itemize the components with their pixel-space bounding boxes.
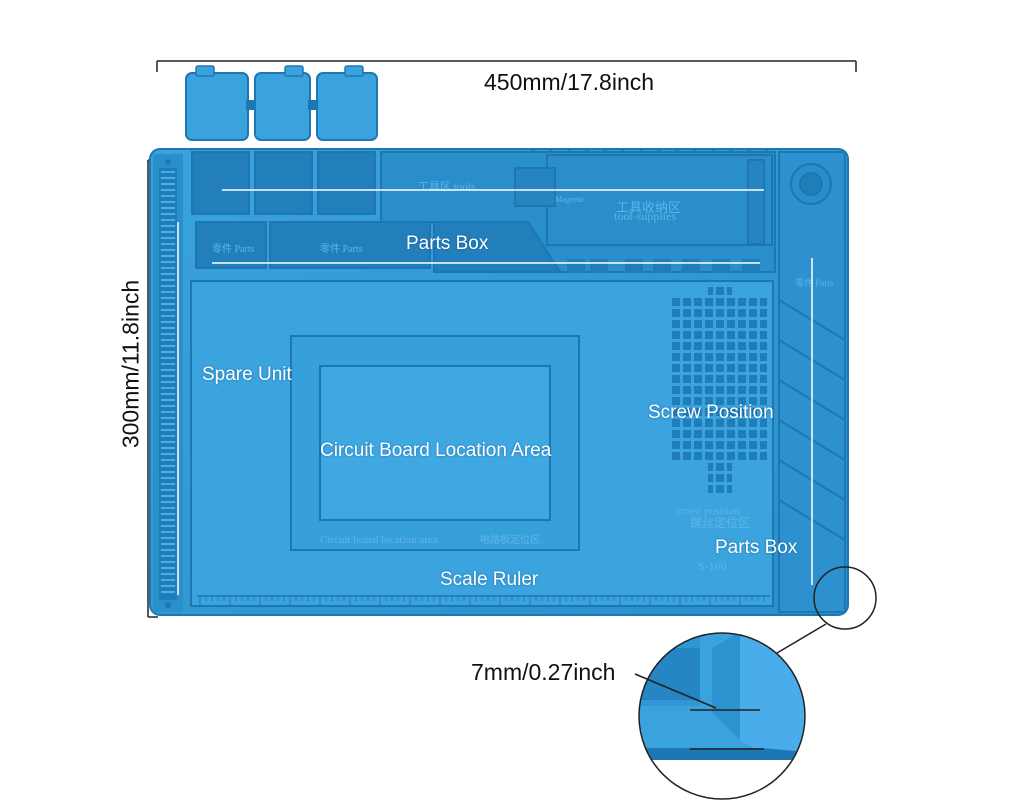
parts-box-right-label: Parts Box: [715, 537, 798, 558]
embossed-tools: 工具区 tools: [418, 180, 475, 193]
embossed-circuit-board-cn: 电路板定位区: [480, 533, 540, 546]
top-compartments: [191, 151, 776, 273]
embossed-texts: 工具区 tools 工具收纳区 tool-supplies Magnetic 零…: [212, 180, 834, 573]
embossed-parts-1: 零件 Parts: [212, 243, 255, 255]
screw-position-label: Screw Position: [648, 402, 774, 423]
top-pin-holes: [531, 149, 769, 153]
circuit-board-area-label: Circuit Board Location Area: [320, 440, 552, 461]
guide-lines: [177, 189, 813, 595]
screw-position-grid: [672, 287, 767, 495]
embossed-tool-supplies: tool-supplies: [614, 209, 676, 223]
detachable-part-trays: [185, 65, 378, 141]
embossed-tool-supplies-cn: 工具收纳区: [616, 200, 681, 215]
silicone-mat: 工具区 tools 工具收纳区 tool-supplies Magnetic 零…: [149, 148, 849, 616]
circuit-board-location-area: [290, 335, 580, 551]
part-tray: [316, 65, 378, 141]
thickness-label: 7mm/0.27inch: [471, 659, 616, 685]
spare-unit-label: Spare Unit: [202, 364, 292, 385]
embossed-magnetic: Magnetic: [555, 195, 586, 204]
embossed-parts-2: 零件 Parts: [320, 243, 363, 255]
scale-ruler-label: Scale Ruler: [440, 569, 539, 590]
part-tray: [254, 65, 316, 141]
part-tray: [185, 65, 254, 141]
thickness-markers: [634, 673, 764, 750]
bottom-scale-ruler: [197, 595, 770, 606]
width-dimension-line: [156, 60, 857, 72]
embossed-screw-position-cn: 螺丝定位区: [690, 515, 750, 530]
parts-box-top-label: Parts Box: [406, 233, 489, 254]
embossed-model: S-160: [698, 559, 727, 573]
width-dimension-label: 450mm/17.8inch: [484, 69, 655, 95]
embossed-screw-position: screw position: [676, 505, 740, 517]
embossed-parts-3: 零件 Parts: [795, 277, 834, 288]
embossed-circuit-board-area: Circuit board location area: [320, 534, 438, 546]
height-dimension-label: 300mm/11.8inch: [117, 279, 144, 449]
